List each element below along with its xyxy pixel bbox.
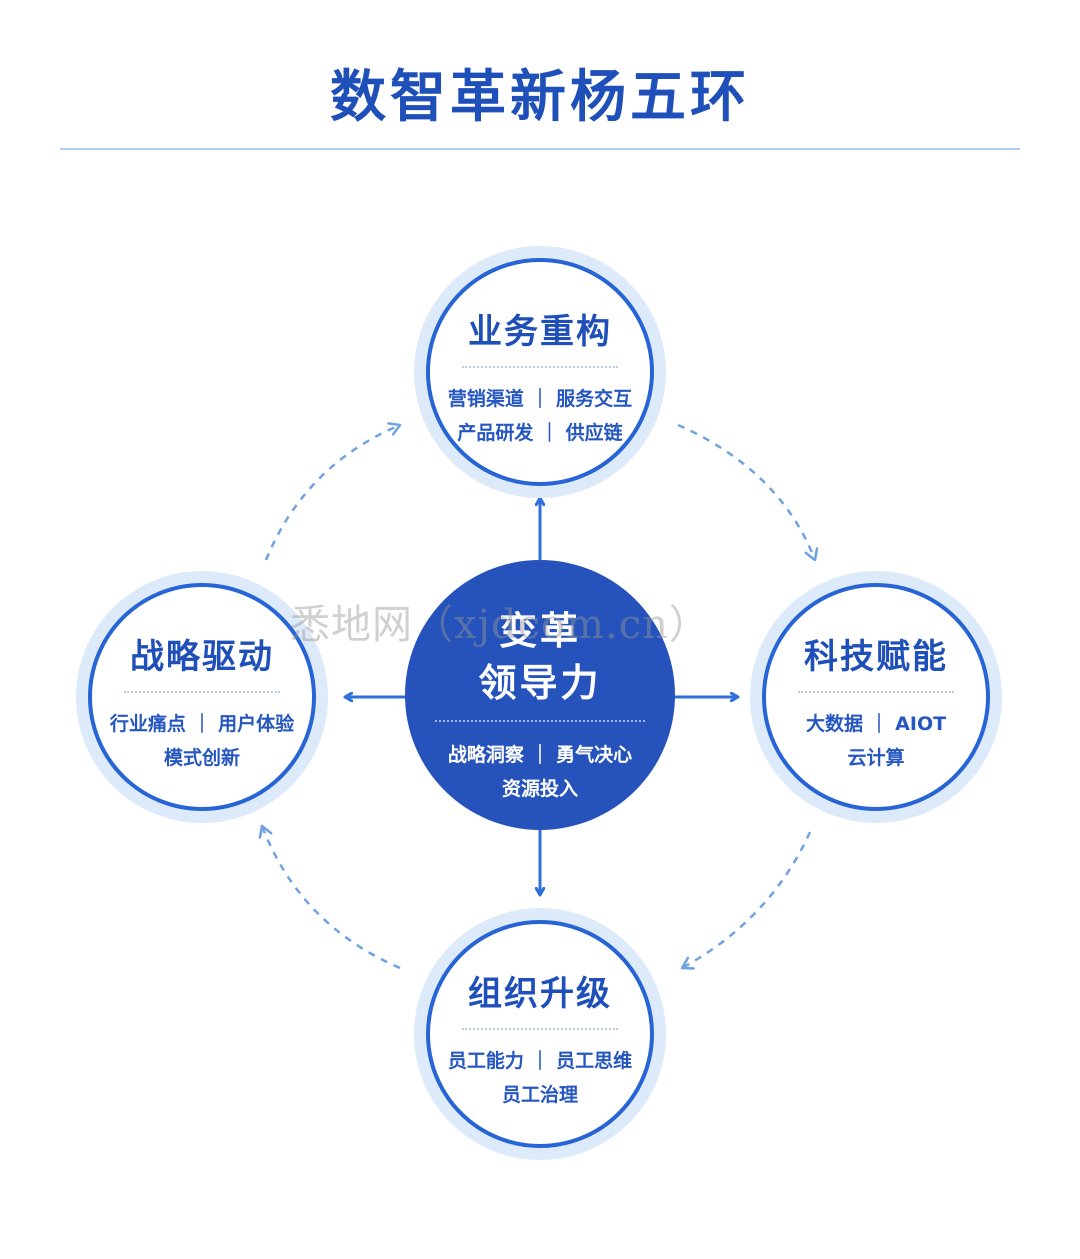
watermark: 悉地网（xjdcom.cn） bbox=[290, 602, 710, 648]
node-business-restructuring: 业务重构 营销渠道 ｜ 服务交互 产品研发 ｜ 供应链 bbox=[426, 258, 654, 486]
node-items-line: 营销渠道 ｜ 服务交互 bbox=[447, 388, 633, 410]
dashed-arrow-left-to-top bbox=[264, 422, 402, 561]
page-title: 数智革新杨五环 bbox=[330, 65, 750, 130]
center-items-line: 资源投入 bbox=[501, 778, 578, 800]
node-divider bbox=[462, 1028, 618, 1030]
node-divider bbox=[798, 691, 954, 693]
node-title: 业务重构 bbox=[468, 312, 612, 352]
node-change-leadership: 变革 领导力 战略洞察 ｜ 勇气决心 资源投入 bbox=[405, 560, 675, 830]
node-items-line: 大数据 ｜ AIOT bbox=[805, 713, 947, 735]
center-title: 领导力 bbox=[478, 661, 602, 705]
node-title: 科技赋能 bbox=[804, 637, 948, 677]
node-items-line: 行业痛点 ｜ 用户体验 bbox=[109, 713, 295, 735]
node-items-line: 员工治理 bbox=[501, 1084, 578, 1106]
center-title: 变革 bbox=[498, 609, 581, 653]
node-items-line: 模式创新 bbox=[163, 747, 240, 769]
node-title: 战略驱动 bbox=[130, 637, 274, 677]
dashed-arrow-bottom-to-left bbox=[258, 824, 401, 970]
center-items-line: 战略洞察 ｜ 勇气决心 bbox=[447, 744, 633, 766]
node-items-line: 产品研发 ｜ 供应链 bbox=[457, 422, 623, 444]
node-strategy-driven: 战略驱动 行业痛点 ｜ 用户体验 模式创新 bbox=[88, 583, 316, 811]
node-organization-upgrade: 组织升级 员工能力 ｜ 员工思维 员工治理 bbox=[426, 920, 654, 1148]
node-tech-empowerment: 科技赋能 大数据 ｜ AIOT 云计算 bbox=[762, 583, 990, 811]
node-divider bbox=[462, 366, 618, 368]
node-title: 组织升级 bbox=[468, 974, 612, 1014]
node-items-line: 员工能力 ｜ 员工思维 bbox=[447, 1050, 633, 1072]
dashed-arrow-right-to-bottom bbox=[680, 831, 812, 970]
dashed-arrow-top-to-right bbox=[677, 423, 819, 562]
title-divider bbox=[60, 148, 1020, 150]
center-divider bbox=[435, 720, 645, 722]
node-items-line: 云计算 bbox=[847, 747, 905, 769]
node-divider bbox=[124, 691, 280, 693]
